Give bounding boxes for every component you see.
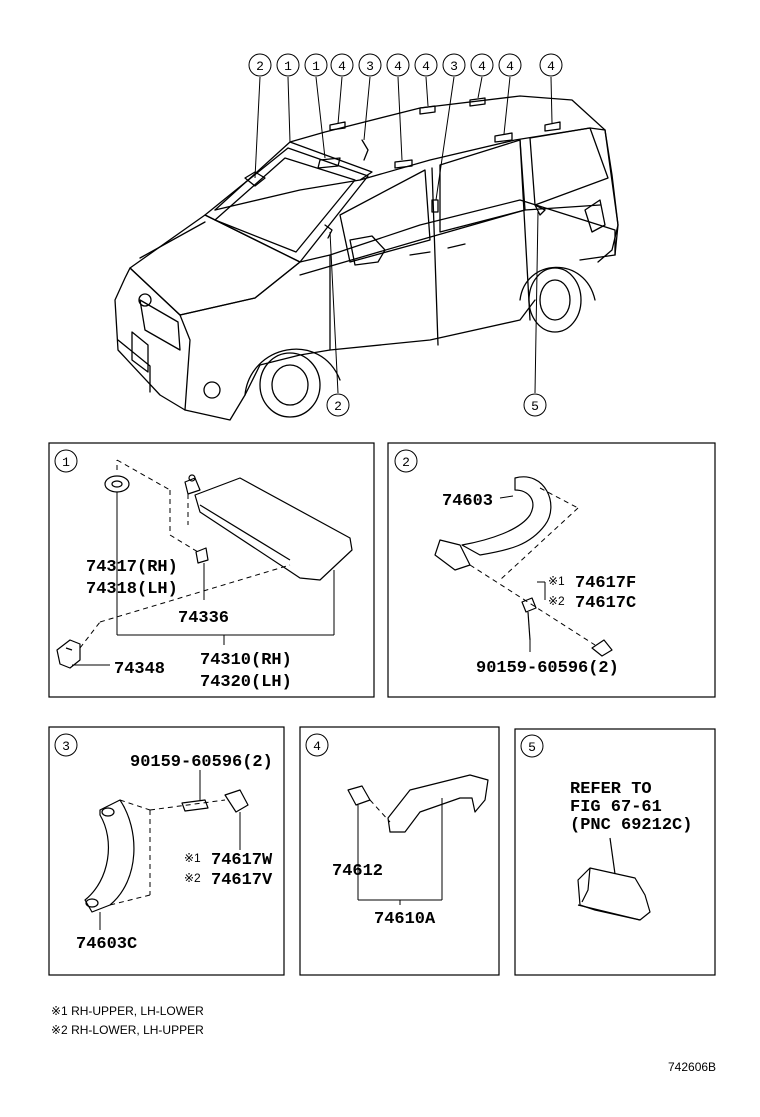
part-number: 74612 xyxy=(332,862,383,881)
part-number: 74617W xyxy=(211,851,273,870)
part-number: 74336 xyxy=(178,609,229,628)
callout-circle: 1 xyxy=(304,53,328,77)
vehicle-illustration xyxy=(114,95,619,421)
sun-visor-drawing xyxy=(56,474,353,669)
assist-grip-drawing xyxy=(434,476,613,657)
panel-number: 4 xyxy=(313,739,321,754)
note-mark: ※2 xyxy=(184,871,201,885)
lamp-drawing xyxy=(577,837,651,921)
part-number: 74320(LH) xyxy=(200,673,292,692)
note-mark: ※1 xyxy=(184,851,201,865)
part-number: 74318(LH) xyxy=(86,580,178,599)
legend-note-2: ※2 RH-LOWER, LH-UPPER xyxy=(51,1023,204,1037)
reference-line: (PNC 69212C) xyxy=(570,816,692,835)
callout-label: 1 xyxy=(284,59,292,74)
part-number: 74348 xyxy=(114,660,165,679)
callout-circle: 2 xyxy=(248,53,272,77)
callout-circle: 3 xyxy=(442,53,466,77)
callout-label: 4 xyxy=(338,59,346,74)
figure-id: 742606B xyxy=(668,1060,716,1074)
coat-hook-drawing xyxy=(347,774,489,833)
part-number: 90159-60596(2) xyxy=(476,659,619,678)
part-number: 74603 xyxy=(442,492,493,511)
panel-1: 1 xyxy=(48,442,375,698)
overview-leader-lines xyxy=(254,76,553,394)
part-number: 74310(RH) xyxy=(200,651,292,670)
callout-label: 4 xyxy=(394,59,402,74)
callout-circle: 5 xyxy=(523,393,547,417)
callout-circle: 2 xyxy=(326,393,350,417)
reference-line: REFER TO xyxy=(570,780,652,799)
panel-number: 5 xyxy=(528,740,536,755)
reference-line: FIG 67-61 xyxy=(570,798,662,817)
panel-number: 2 xyxy=(402,455,410,470)
callout-circle: 4 xyxy=(414,53,438,77)
callout-label: 5 xyxy=(531,399,539,414)
callout-circle: 4 xyxy=(470,53,494,77)
panel-number: 3 xyxy=(62,739,70,754)
callout-label: 3 xyxy=(366,59,374,74)
callout-label: 1 xyxy=(312,59,320,74)
callout-circle: 3 xyxy=(358,53,382,77)
callout-label: 2 xyxy=(256,59,264,74)
panel-2-leaders xyxy=(469,487,596,652)
part-number: 74603C xyxy=(76,935,137,954)
callout-circle: 4 xyxy=(539,53,563,77)
part-number: 74317(RH) xyxy=(86,558,178,577)
note-mark: ※1 xyxy=(548,574,565,588)
part-number: 74617F xyxy=(575,574,636,593)
part-number: 90159-60596(2) xyxy=(130,753,273,772)
callout-circle: 4 xyxy=(330,53,354,77)
callout-circle: 1 xyxy=(276,53,300,77)
callout-label: 3 xyxy=(450,59,458,74)
panel-4: 4 74612 74610A xyxy=(299,726,500,976)
callout-label: 4 xyxy=(422,59,430,74)
callout-circle: 4 xyxy=(498,53,522,77)
legend-note-1: ※1 RH-UPPER, LH-LOWER xyxy=(51,1004,204,1018)
panel-1-leaders xyxy=(72,459,335,666)
note-mark: ※2 xyxy=(548,594,565,608)
callout-label: 2 xyxy=(334,399,342,414)
panel-5: 5 REFER TO FIG 67-61 (PNC 69212C) xyxy=(514,728,716,976)
panel-3: 3 90159-60596(2) ※1 74617W ※2 74617V 746… xyxy=(48,726,285,976)
part-number: 74617V xyxy=(211,871,273,890)
callout-label: 4 xyxy=(478,59,486,74)
callout-label: 4 xyxy=(506,59,514,74)
rear-grip-drawing xyxy=(84,789,249,913)
callout-circle: 4 xyxy=(386,53,410,77)
part-number: 74610A xyxy=(374,910,436,929)
part-number: 74617C xyxy=(575,594,636,613)
panel-3-leaders xyxy=(99,770,241,930)
panel-4-leaders xyxy=(357,798,443,905)
panel-2: 2 74603 ※1 74617F ※2 74617C 90159-60596(… xyxy=(387,442,716,698)
panel-number: 1 xyxy=(62,455,70,470)
callout-label: 4 xyxy=(547,59,555,74)
